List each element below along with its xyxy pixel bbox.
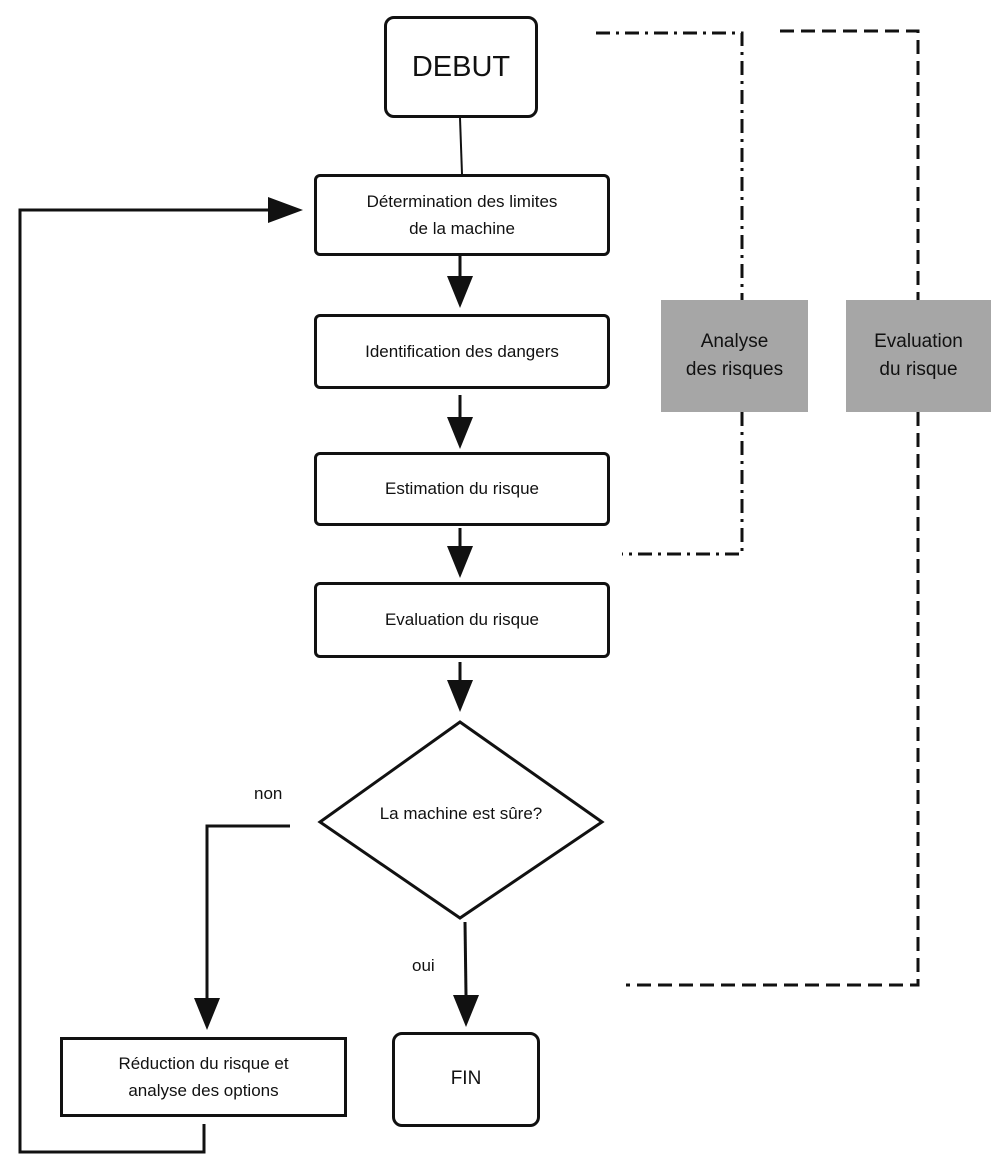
arrow-identification-estimation <box>447 395 473 449</box>
start-node: DEBUT <box>384 16 538 118</box>
bracket-evaluation-du-risque <box>626 29 920 987</box>
step-evaluation-risque: Evaluation du risque <box>314 582 610 658</box>
arrow-estimation-evaluation <box>447 528 473 578</box>
group-label-analyse-des-risques: Analyse des risques <box>661 300 808 412</box>
step-reduction-risque: Réduction du risque et analyse des optio… <box>60 1037 347 1117</box>
arrow-evaluation-decision <box>447 662 473 712</box>
decision-diamond <box>317 720 605 920</box>
step-identification-dangers: Identification des dangers <box>314 314 610 389</box>
end-node: FIN <box>392 1032 540 1127</box>
arrow-decision-fin <box>453 921 479 1027</box>
bracket-analyse-des-risques <box>596 31 744 556</box>
arrow-decision-reduction <box>194 824 290 1030</box>
connector-debut-limites <box>459 117 463 175</box>
step-estimation-risque: Estimation du risque <box>314 452 610 526</box>
edge-label-non: non <box>254 784 283 803</box>
group-label-evaluation-du-risque: Evaluation du risque <box>846 300 991 412</box>
decision-question: La machine est sûre? <box>379 804 543 823</box>
edge-label-oui: oui <box>412 956 435 975</box>
arrow-reduction-limites <box>18 197 303 1154</box>
step-determination-limites: Détermination des limites de la machine <box>314 174 610 256</box>
arrow-limites-identification <box>447 256 473 308</box>
